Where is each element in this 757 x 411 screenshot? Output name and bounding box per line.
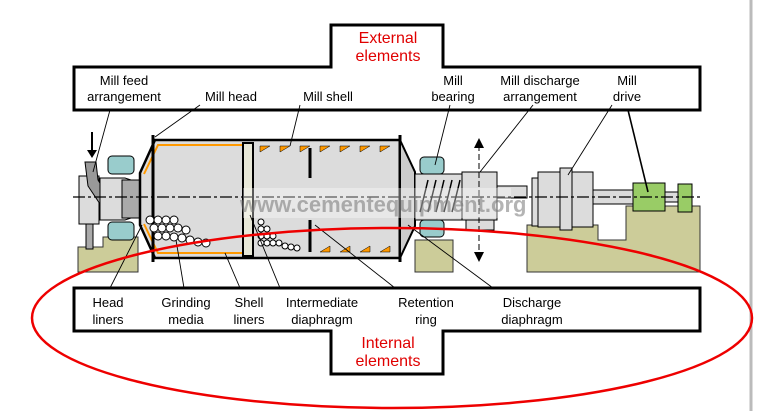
watermark: www.cementequipment.org [239, 192, 526, 217]
internal-labels: Head liners Grinding media Shell liners … [92, 295, 562, 327]
left-bearing [107, 155, 135, 175]
label-mill-feed-2: arrangement [87, 89, 161, 104]
label-discharge-diaphragm-2: diaphragm [501, 312, 562, 327]
internal-title-2: elements [356, 353, 421, 370]
external-title-2: elements [356, 48, 421, 65]
label-shell-liners-2: liners [233, 312, 265, 327]
external-title-1: External [359, 30, 418, 47]
internal-elements-box [72, 286, 702, 376]
label-retention-ring-2: ring [415, 312, 437, 327]
label-head-liners-2: liners [92, 312, 124, 327]
label-head-liners-1: Head [92, 295, 123, 310]
label-shell-liners-1: Shell [235, 295, 264, 310]
label-mill-drive-2: drive [613, 89, 641, 104]
external-labels: Mill feed arrangement Mill head Mill she… [87, 73, 641, 104]
label-mill-bearing-2: bearing [431, 89, 474, 104]
label-grinding-media-2: media [168, 312, 204, 327]
label-mill-feed-1: Mill feed [100, 73, 148, 88]
label-mill-head: Mill head [205, 89, 257, 104]
grinding-media [145, 215, 301, 252]
label-intermediate-diaphragm-2: diaphragm [291, 312, 352, 327]
label-mill-discharge-2: arrangement [503, 89, 577, 104]
watermark-bg [243, 188, 511, 218]
label-intermediate-diaphragm-1: Intermediate [286, 295, 358, 310]
left-bearing-lower [107, 221, 135, 241]
label-mill-shell: Mill shell [303, 89, 353, 104]
internal-title-1: Internal [361, 335, 414, 352]
external-elements-box [72, 23, 702, 112]
label-mill-drive-1: Mill [617, 73, 637, 88]
leader-lines [92, 104, 649, 289]
label-grinding-media-1: Grinding [161, 295, 210, 310]
internal-highlight-ellipse [30, 226, 754, 410]
label-mill-bearing-1: Mill [443, 73, 463, 88]
label-retention-ring-1: Retention [398, 295, 454, 310]
label-mill-discharge-1: Mill discharge [500, 73, 579, 88]
label-discharge-diaphragm-1: Discharge [503, 295, 562, 310]
